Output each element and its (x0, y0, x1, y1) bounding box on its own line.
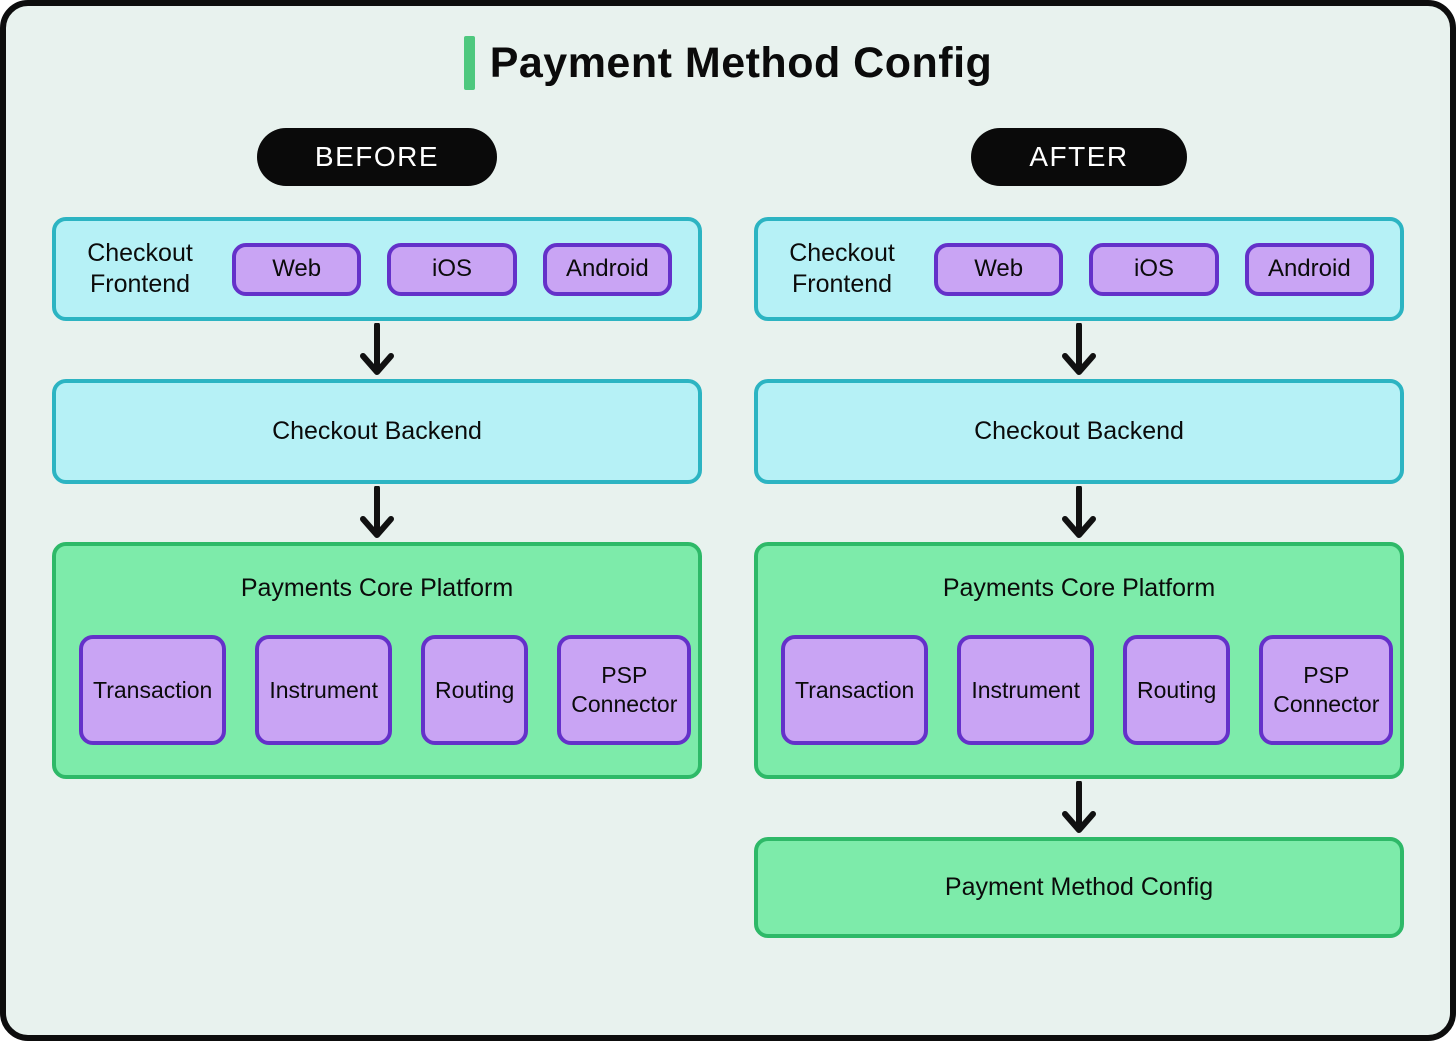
platform-pill-ios: iOS (387, 242, 517, 296)
checkout-frontend-box-after: Checkout Frontend Web iOS Android (754, 217, 1404, 321)
arrow-down-icon (1057, 779, 1101, 837)
checkout-backend-box-before: Checkout Backend (52, 379, 702, 484)
platform-pill-web: Web (232, 242, 362, 296)
column-before: BEFORE Checkout Frontend Web iOS Android… (52, 128, 702, 938)
service-transaction: Transaction (79, 635, 227, 745)
payments-core-platform-title: Payments Core Platform (942, 574, 1216, 602)
arrow-down-icon (1057, 321, 1101, 379)
arrow-down-icon (1057, 484, 1101, 542)
platform-pill-android: Android (542, 242, 672, 296)
core-services-row: Transaction Instrument Routing PSP Conne… (781, 635, 1394, 745)
payment-method-config-box: Payment Method Config (754, 837, 1404, 938)
service-instrument: Instrument (957, 635, 1094, 745)
core-services-row: Transaction Instrument Routing PSP Conne… (79, 635, 692, 745)
platform-pill-ios: iOS (1089, 242, 1219, 296)
payments-core-platform-box-before: Payments Core Platform Transaction Instr… (52, 542, 702, 779)
checkout-frontend-box-before: Checkout Frontend Web iOS Android (52, 217, 702, 321)
arrow-down-icon (355, 484, 399, 542)
page-title-text: Payment Method Config (489, 38, 993, 87)
checkout-frontend-label: Checkout Frontend (789, 238, 895, 298)
checkout-frontend-label: Checkout Frontend (87, 238, 193, 298)
payments-core-platform-box-after: Payments Core Platform Transaction Instr… (754, 542, 1404, 779)
platform-pill-android: Android (1244, 242, 1374, 296)
before-badge: BEFORE (256, 128, 498, 186)
service-instrument: Instrument (255, 635, 392, 745)
after-badge: AFTER (971, 128, 1187, 186)
page-title: Payment Method Config (52, 36, 1404, 90)
column-after: AFTER Checkout Frontend Web iOS Android … (754, 128, 1404, 938)
platform-pill-web: Web (934, 242, 1064, 296)
before-after-columns: BEFORE Checkout Frontend Web iOS Android… (52, 128, 1404, 938)
service-routing: Routing (1122, 635, 1231, 745)
service-routing: Routing (420, 635, 529, 745)
checkout-backend-box-after: Checkout Backend (754, 379, 1404, 484)
service-psp-connector: PSP Connector (557, 635, 692, 745)
payments-core-platform-title: Payments Core Platform (240, 574, 514, 602)
title-accent-bar (463, 36, 475, 90)
service-transaction: Transaction (781, 635, 929, 745)
service-psp-connector: PSP Connector (1259, 635, 1394, 745)
arrow-down-icon (355, 321, 399, 379)
